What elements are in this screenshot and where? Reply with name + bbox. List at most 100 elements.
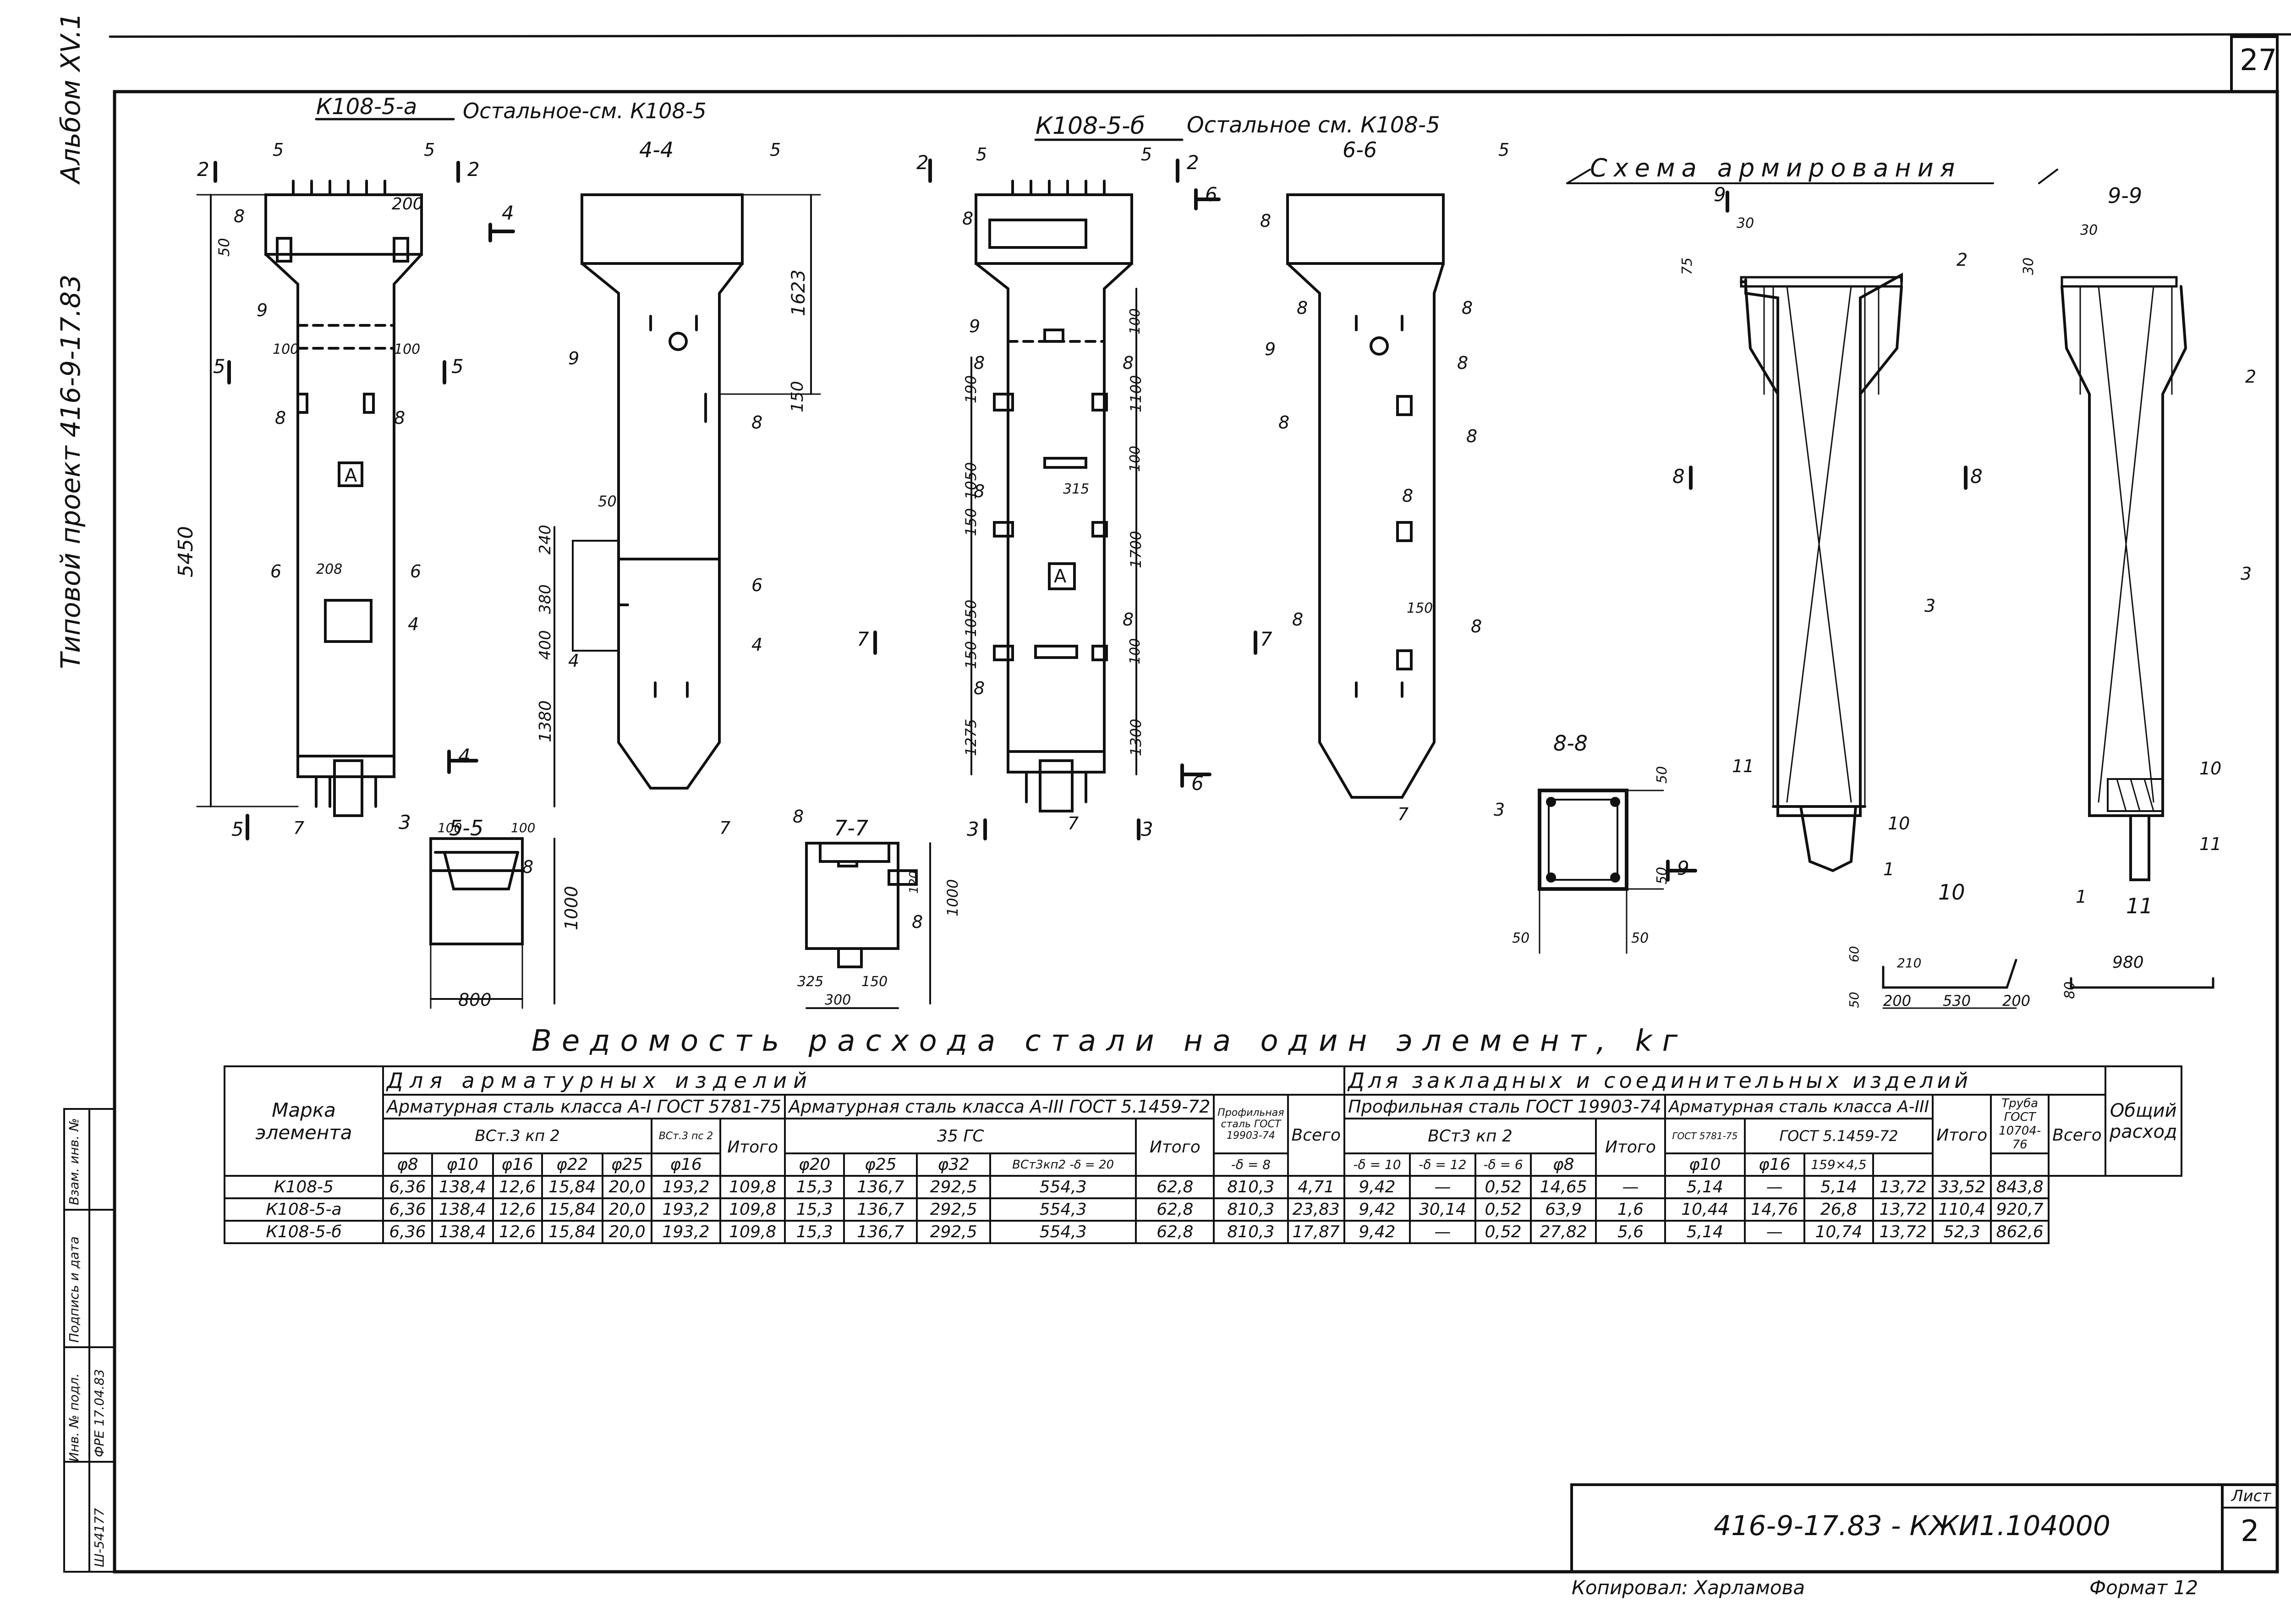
cell: 6,36: [382, 1197, 433, 1222]
mark-6: 6: [270, 561, 282, 582]
cell: 136,7: [843, 1197, 918, 1222]
mark-8: 8: [912, 912, 923, 932]
header-rebar-a3-emb: Арматурная сталь класса А-III: [1664, 1094, 1934, 1119]
k108-5b-note: Остальное см. К108-5: [1187, 112, 1440, 138]
format-label: Формат 12: [2089, 1576, 2198, 1599]
col-a3e-f10: φ10: [1664, 1152, 1746, 1177]
col-vst3kp2-d20: ВСт3кп2 -δ = 20: [989, 1152, 1137, 1177]
cell: 17,87: [1287, 1220, 1346, 1244]
mark-5: 5: [1498, 140, 1510, 160]
row-mark: К108-5: [224, 1175, 384, 1199]
dim-1050: 1050: [962, 599, 980, 637]
mark-7: 7: [719, 818, 731, 838]
dim-120: 120: [907, 871, 921, 894]
cell: 0,52: [1474, 1197, 1532, 1222]
mark-6: 6: [751, 575, 763, 595]
section-5-5-view: [429, 837, 555, 1009]
cell: 0,52: [1474, 1220, 1532, 1244]
cell: 292,5: [916, 1175, 991, 1199]
header-total-emb: Всего: [2048, 1094, 2106, 1177]
dim-200: 200: [392, 195, 423, 214]
header-subtotal-prof: Итого: [1595, 1118, 1666, 1177]
detail-10-bar: [1882, 959, 2017, 989]
header-subtotal-a3e: Итого: [1932, 1094, 1992, 1177]
dim-240: 240: [536, 525, 554, 554]
mark-1: 1: [2076, 887, 2087, 907]
dim-400: 400: [536, 630, 554, 660]
dim-100: 100: [511, 820, 536, 835]
dim-1275: 1275: [962, 719, 980, 756]
page-number-box: [2230, 35, 2279, 93]
mark-2: 2: [1957, 250, 1968, 270]
dim-300: 300: [825, 992, 851, 1008]
mark-8: 8: [275, 408, 286, 428]
header-vst3ps2: ВСт.3 пс 2: [651, 1118, 722, 1154]
cell: 920,7: [1990, 1197, 2050, 1222]
col-a1-f25: φ25: [602, 1152, 653, 1177]
dim-50: 50: [1631, 930, 1649, 946]
cell: 9,42: [1343, 1197, 1411, 1222]
dim-50: 50: [1512, 930, 1530, 946]
dim-100: 100: [438, 820, 462, 835]
mark-8: 8: [1260, 211, 1272, 231]
mark-8: 8: [1123, 609, 1134, 630]
col-a3-f20: φ20: [784, 1152, 845, 1177]
cell: 13,72: [1872, 1197, 1934, 1222]
mark-9: 9: [969, 316, 981, 336]
col-a1-f16: φ16: [492, 1152, 543, 1177]
cell: 6,36: [382, 1175, 433, 1199]
dim-150: 150: [1407, 600, 1433, 616]
section-8-8-view: [1538, 789, 1664, 954]
cell: 12,6: [492, 1197, 543, 1222]
table-row: К108-5-б 6,36 138,4 12,6 15,84 20,0 193,…: [224, 1220, 2181, 1244]
table-row: К108-5-а 6,36 138,4 12,6 15,84 20,0 193,…: [224, 1197, 2181, 1222]
cut-5: 5: [231, 818, 244, 840]
mark-10: 10: [1888, 813, 1910, 834]
label-a-2: А: [1054, 566, 1067, 587]
mark-9: 9: [568, 348, 580, 368]
header-subtotal-a3: Итого: [1135, 1118, 1215, 1177]
cell: 109,8: [719, 1175, 786, 1199]
mark-8: 8: [1462, 298, 1473, 318]
cell: 138,4: [431, 1197, 494, 1222]
col-a3e-f8: φ8: [1530, 1152, 1597, 1177]
cell: 6,36: [382, 1220, 433, 1244]
dim-380: 380: [536, 584, 554, 614]
cell: 14,76: [1743, 1197, 1805, 1222]
mark-9: 9: [257, 300, 268, 320]
header-mark: Марка элемента: [224, 1065, 384, 1177]
dim-80: 80: [2062, 981, 2078, 999]
cell: 14,65: [1530, 1175, 1597, 1199]
col-a1-f22: φ22: [541, 1152, 604, 1177]
cell: 10,74: [1803, 1220, 1874, 1244]
cell: 9,42: [1343, 1175, 1411, 1199]
dim-1700: 1700: [1127, 531, 1145, 568]
dim-50: 50: [1847, 992, 1862, 1008]
cell: 5,6: [1595, 1220, 1666, 1244]
dim-5450: 5450: [174, 526, 197, 577]
dim-50: 50: [598, 493, 617, 510]
mark-10: 10: [2199, 758, 2222, 779]
col-a1-f8: φ8: [382, 1152, 433, 1177]
cell: 63,9: [1530, 1197, 1597, 1222]
cell: 4,71: [1287, 1175, 1346, 1199]
header-vst3kp2-emb: ВСт3 кп 2: [1343, 1118, 1597, 1154]
dim-208: 208: [316, 561, 343, 577]
section-8-8-title: 8-8: [1553, 731, 1588, 756]
detail-11-bar: [2070, 977, 2214, 989]
dim-315: 315: [1063, 481, 1090, 497]
mark-8: 8: [974, 481, 985, 501]
stamp-label-inv: Инв. № подл.: [66, 1373, 82, 1462]
cell: 110,4: [1932, 1197, 1992, 1222]
header-gost-emb: ГОСТ 5.1459-72: [1743, 1118, 1934, 1154]
mark-8: 8: [394, 408, 406, 428]
cell: 13,72: [1872, 1220, 1934, 1244]
dim-75: 75: [1679, 257, 1695, 275]
mark-3: 3: [1494, 800, 1505, 820]
cell: —: [1743, 1220, 1805, 1244]
dim-190: 190: [962, 375, 980, 403]
mark-6: 6: [410, 561, 422, 582]
col-prof-d10: -δ = 10: [1343, 1152, 1411, 1177]
cell: 5,14: [1664, 1175, 1746, 1199]
